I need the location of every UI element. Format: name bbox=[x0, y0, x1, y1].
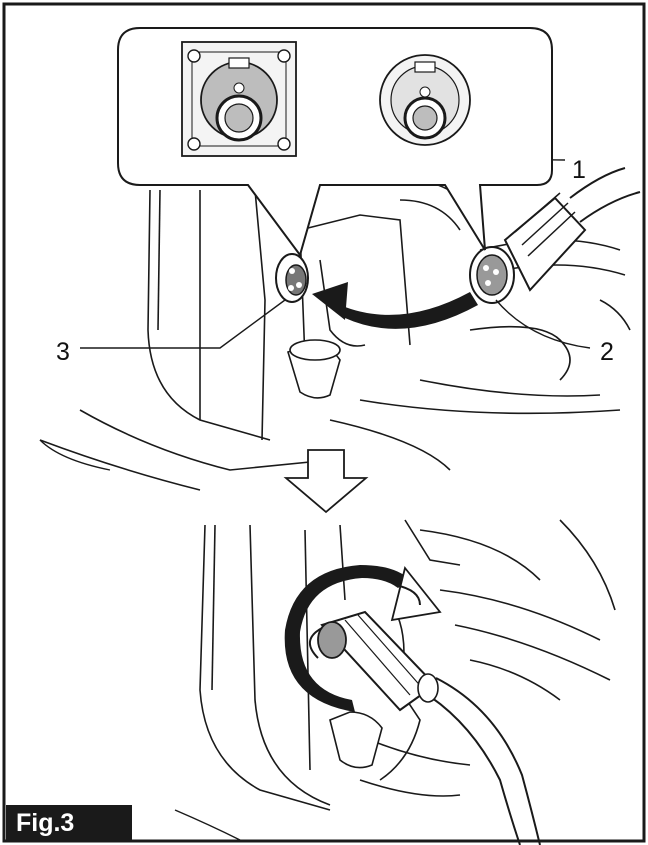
callout-2: 2 bbox=[600, 338, 614, 366]
figure-label: Fig.3 bbox=[6, 805, 132, 841]
insert-arrow-icon bbox=[312, 282, 478, 329]
callout-1: 1 bbox=[572, 156, 586, 184]
down-arrow-icon bbox=[283, 449, 369, 514]
socket-connector-icon bbox=[275, 253, 309, 303]
zoom-inset bbox=[117, 27, 553, 258]
rotate-arrow-icon bbox=[284, 565, 442, 712]
socket-flange-icon bbox=[181, 41, 297, 157]
callout-3: 3 bbox=[56, 338, 70, 366]
stand-block bbox=[287, 339, 341, 399]
ground-lines bbox=[39, 439, 241, 841]
plug-face-icon bbox=[379, 54, 471, 146]
stand-block-bottom bbox=[329, 711, 383, 769]
plug-connector-icon bbox=[469, 167, 641, 304]
connected-cable-icon bbox=[309, 610, 541, 845]
